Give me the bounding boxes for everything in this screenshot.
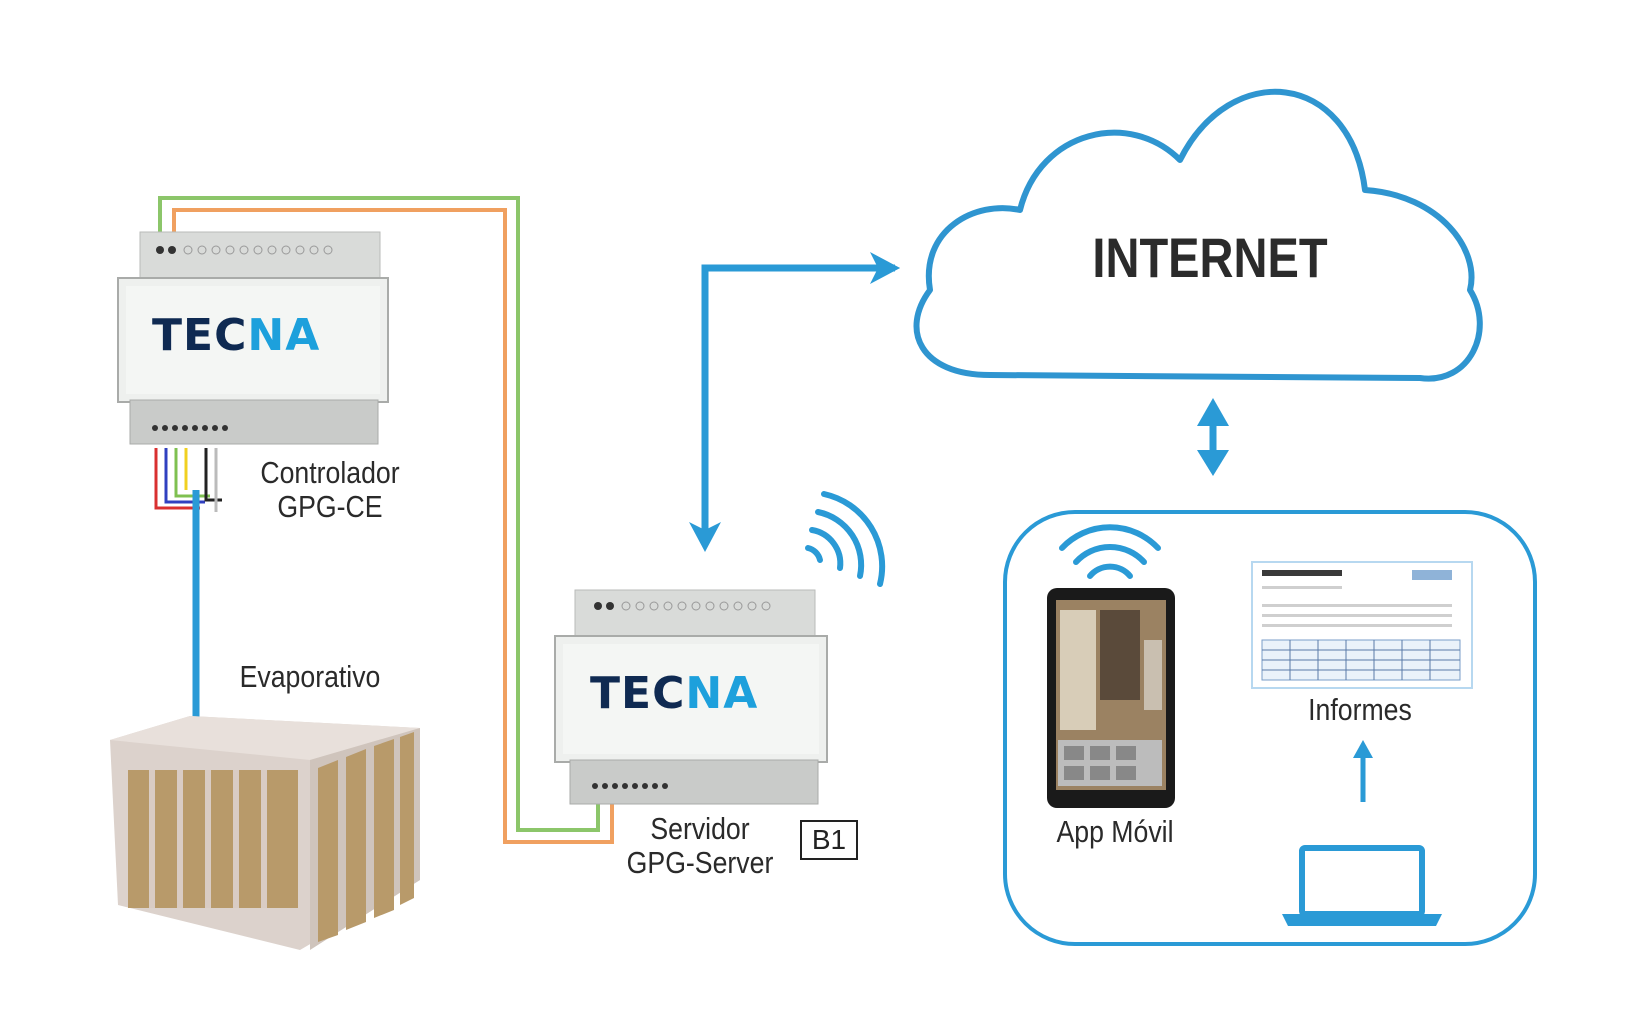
evaporative-cooler <box>110 716 420 950</box>
server-brand-logo: TECNA <box>590 668 758 719</box>
arrowhead-up <box>1197 398 1229 426</box>
arrowhead-right <box>870 252 900 284</box>
server-label-line1: Servidor <box>650 811 750 846</box>
server-badge: B1 <box>800 820 858 860</box>
brand-text-light: NA <box>685 668 759 719</box>
server-label-line2: GPG-Server <box>626 845 774 880</box>
server-device <box>554 589 828 805</box>
link-server-internet <box>700 263 900 545</box>
arrowhead-down-2 <box>1197 450 1229 476</box>
arrowhead-up-small <box>1353 740 1373 758</box>
server-label: Servidor GPG-Server <box>618 812 781 880</box>
reports-label: Informes <box>1308 692 1412 727</box>
cable-orange <box>172 208 614 844</box>
brand-text-dark: TEC <box>152 310 248 361</box>
clients-box <box>1003 510 1537 946</box>
brand-text-light: NA <box>247 310 321 361</box>
controller-device <box>117 231 389 445</box>
arrowhead-down <box>689 522 721 552</box>
brand-text-dark: TEC <box>590 668 686 719</box>
cooler-label: Evaporativo <box>239 659 381 694</box>
app-label: App Móvil <box>1056 814 1174 849</box>
smartphone-icon <box>1047 588 1175 808</box>
wifi-icon <box>1059 524 1161 579</box>
controller-brand-logo: TECNA <box>152 310 320 361</box>
cable-green <box>158 196 600 832</box>
internet-label: INTERNET <box>1092 226 1328 289</box>
wifi-icon <box>805 491 886 587</box>
controller-label-line2: GPG-CE <box>277 489 383 524</box>
controller-wires <box>154 448 222 512</box>
report-document-icon <box>1251 561 1473 689</box>
cloud-icon <box>913 88 1483 382</box>
controller-label-line1: Controlador <box>260 455 400 490</box>
controller-label: Controlador GPG-CE <box>253 456 408 524</box>
laptop-icon <box>1282 845 1442 926</box>
